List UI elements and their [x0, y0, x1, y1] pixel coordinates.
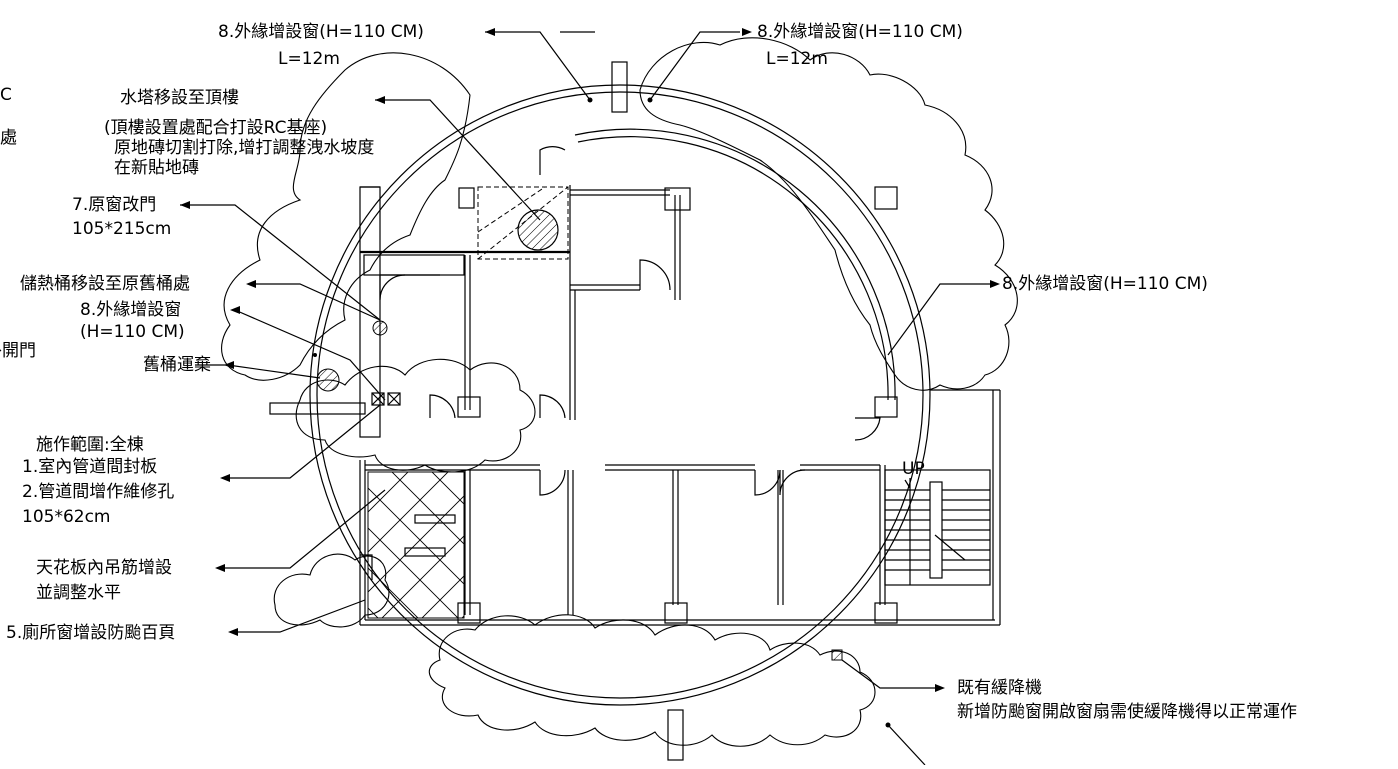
stair-treads	[885, 489, 990, 571]
note-toilet-louver: 5.廁所窗增設防颱百頁	[6, 622, 175, 643]
revision-cloud-left-mid	[295, 358, 536, 473]
water-tower-zone	[477, 186, 569, 260]
column	[874, 186, 898, 210]
note-window-to-door-size: 105*215cm	[72, 219, 171, 239]
west-door-frame	[269, 402, 366, 415]
column	[874, 396, 898, 418]
column	[874, 602, 898, 624]
outer-circle-wall	[309, 84, 931, 706]
note-water-tower-title: 水塔移設至頂樓	[120, 88, 239, 108]
edge-text-chu: 處	[0, 128, 17, 148]
old-tank	[316, 368, 340, 392]
note-ceiling-hangers: 天花板內吊筋增設	[36, 558, 172, 578]
column	[664, 187, 691, 211]
column	[458, 187, 475, 209]
note-water-tower-base: (頂樓設置處配合打設RC基座)	[104, 118, 327, 138]
north-window-frame	[611, 61, 628, 113]
column	[664, 602, 688, 624]
note-descender-requirement: 新增防颱窗開啟窗扇需使緩降機得以正常運作	[957, 701, 1297, 722]
note-ext-window-right-length: L=12m	[766, 49, 828, 69]
note-water-tower-slope: 原地磚切割打除,增打調整洩水坡度	[114, 138, 374, 158]
note-ext-window-east: 8.外緣增設窗(H=110 CM)	[1002, 274, 1208, 294]
column	[457, 396, 481, 418]
note-shaft-board: 1.室內管道間封板	[22, 457, 157, 477]
note-ext-window-west: 8.外緣增設窗	[80, 300, 181, 320]
arrow-heads	[180, 28, 1000, 692]
note-maintenance-hole-size: 105*62cm	[22, 507, 111, 527]
note-ext-window-west-height: (H=110 CM)	[80, 322, 185, 342]
edge-text-c: C	[0, 85, 12, 105]
note-window-to-door: 7.原窗改門	[72, 195, 156, 215]
note-descender: 既有緩降機	[957, 678, 1042, 698]
note-ceiling-level: 並調整水平	[36, 583, 121, 603]
edge-text-kaimen: 外開門	[0, 341, 36, 361]
note-old-tank-disposal: 舊桶運棄	[143, 355, 211, 375]
note-ext-window-left: 8.外緣增設窗(H=110 CM)	[218, 22, 424, 42]
note-ext-window-left-length: L=12m	[278, 49, 340, 69]
inner-circle-wall	[316, 91, 924, 699]
note-water-tower-tile: 在新貼地磚	[114, 158, 199, 178]
stair-up-label: UP	[902, 459, 925, 479]
note-heat-tank: 儲熱桶移設至原舊桶處	[20, 274, 190, 294]
revision-cloud-bottom	[428, 614, 876, 747]
revision-cloud-top-right	[639, 37, 1018, 391]
toilet-zone	[367, 471, 465, 619]
heat-storage-tank	[372, 320, 388, 336]
interior-curved-wall	[574, 128, 896, 401]
south-window-frame	[667, 709, 684, 761]
leader-lines	[180, 31, 995, 766]
note-maintenance-hole: 2.管道間增作維修孔	[22, 482, 174, 502]
stairwell	[884, 469, 991, 586]
revision-cloud-top-left	[221, 52, 471, 381]
water-tower	[517, 209, 559, 251]
note-scope: 施作範圍:全棟	[36, 435, 144, 455]
descender-device	[831, 649, 843, 661]
note-ext-window-right: 8.外緣增設窗(H=110 CM)	[757, 22, 963, 42]
